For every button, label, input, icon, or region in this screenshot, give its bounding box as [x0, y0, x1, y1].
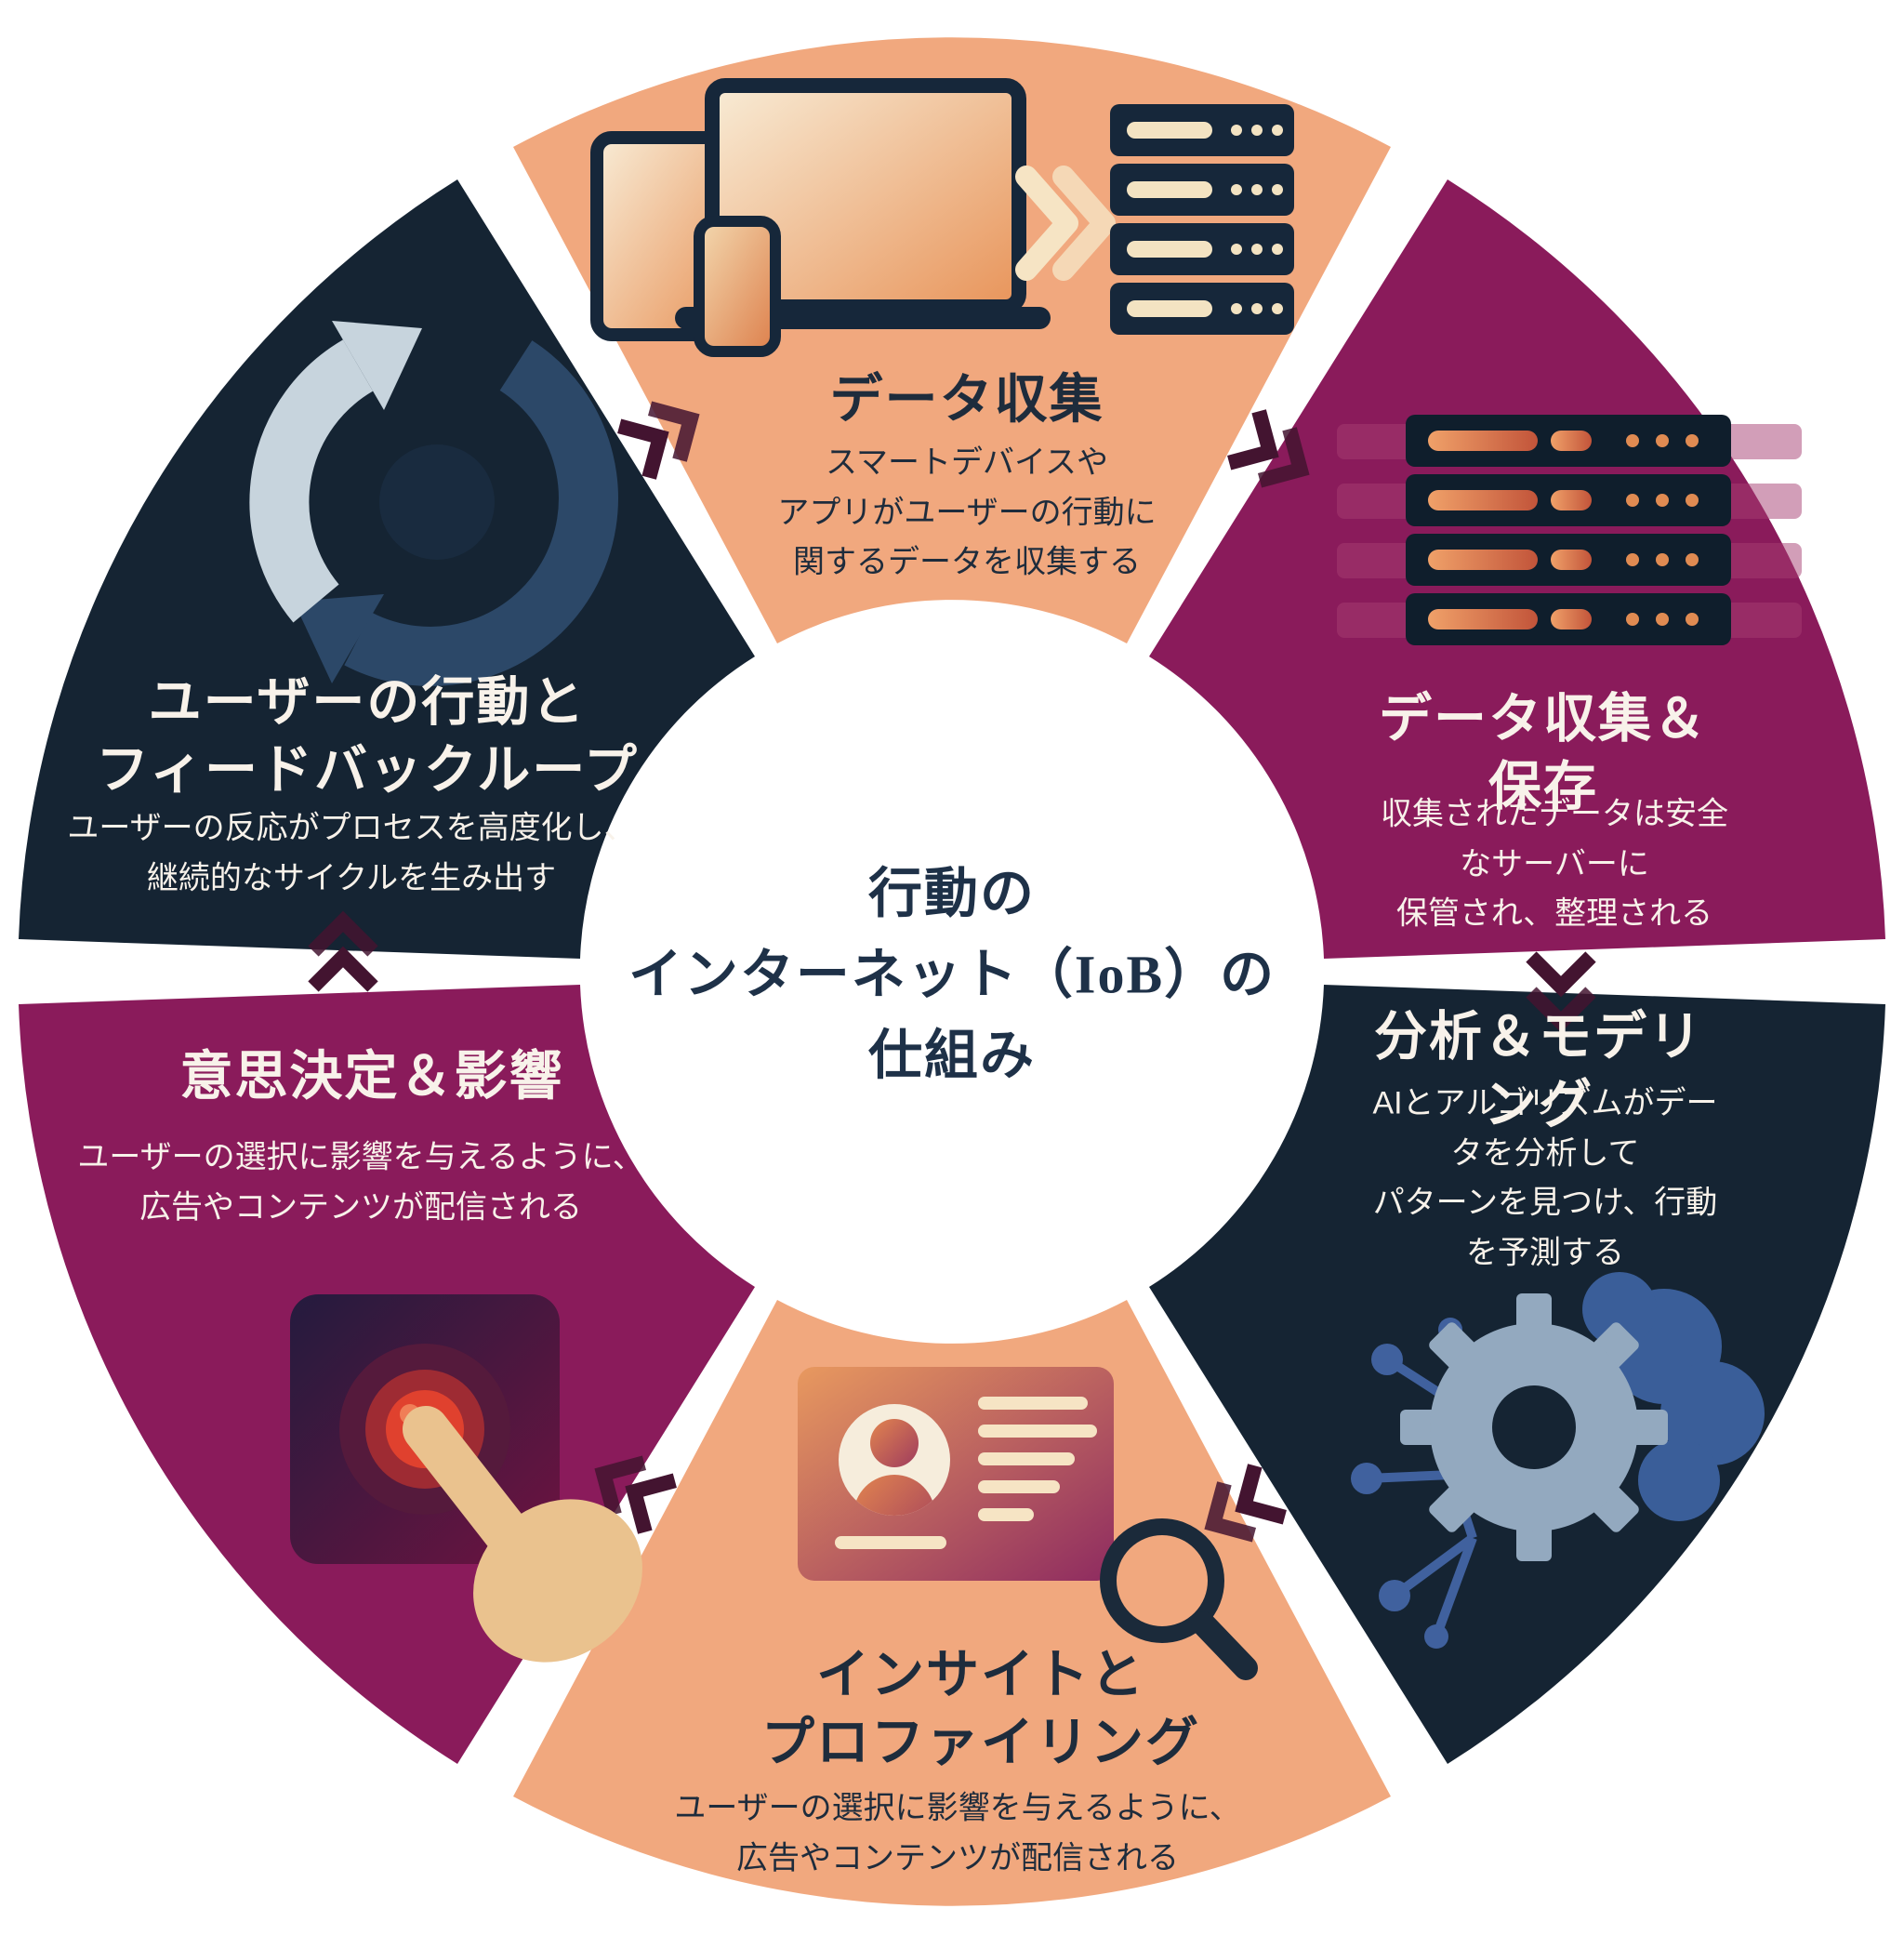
segment-insights-profiling-wedge [513, 1300, 1391, 1906]
feedback-loop-description: ユーザーの反応がプロセスを高度化し、 継続的なサイクルを生み出す [67, 810, 636, 895]
devices-to-servers-icon [590, 78, 1294, 357]
center-title-line2: インターネット（IoB）の [628, 944, 1276, 1005]
center-title-line3: 仕組み [867, 1025, 1037, 1086]
card-text-lines [835, 1397, 1097, 1549]
insights-profiling-description: ユーザーの選択に影響を与えるように、 広告やコンテンツが配信される [674, 1790, 1241, 1875]
person-icon [853, 1419, 935, 1516]
decision-influence-title: 意思決定＆影響 [179, 1046, 564, 1107]
server-racks-icon [1337, 415, 1802, 645]
iob-abbreviation: IoB [1074, 944, 1165, 1005]
profile-card-search-icon [798, 1367, 1258, 1680]
decision-influence-description: ユーザーの選択に影響を与えるように、 広告やコンテンツが配信される [77, 1139, 644, 1225]
button-press-icon [290, 1294, 642, 1663]
data-storage-title: データ収集＆ 保存 [1379, 689, 1708, 816]
hand-icon [402, 1406, 642, 1663]
ai-analysis-icon [1351, 1272, 1765, 1649]
feedback-cycle-icon [249, 321, 618, 686]
feedback-loop-title: ユーザーの行動と フィードバックループ [96, 672, 639, 800]
center-title: 行動の インターネット（IoB）の 仕組み [628, 854, 1276, 1096]
brain-icon [1582, 1272, 1765, 1521]
analysis-modeling-title: 分析＆モデリング [1374, 1007, 1703, 1134]
data-collection-title: データ収集 [829, 369, 1104, 430]
data-storage-description: 収集されたデータは安全なサーバーに 保管され、整理される [1381, 796, 1728, 932]
transfer-arrow-icon [1015, 166, 1116, 281]
data-collection-description: スマートデバイスや アプリがユーザーの行動に 関するデータを収集する [777, 444, 1157, 580]
analysis-modeling-description: AIとアルゴリズムがデータを分析して パターンを見つけ、行動を予測する [1372, 1085, 1718, 1271]
insights-profiling-title: インサイトと プロファイリング [761, 1645, 1200, 1772]
rack-rows [1406, 415, 1731, 645]
magnifier-icon [1100, 1518, 1258, 1680]
server-stack-icon [1110, 104, 1294, 335]
phone-icon [694, 216, 781, 357]
gear-icon [1400, 1293, 1668, 1561]
center-title-line1: 行動の [867, 863, 1037, 924]
